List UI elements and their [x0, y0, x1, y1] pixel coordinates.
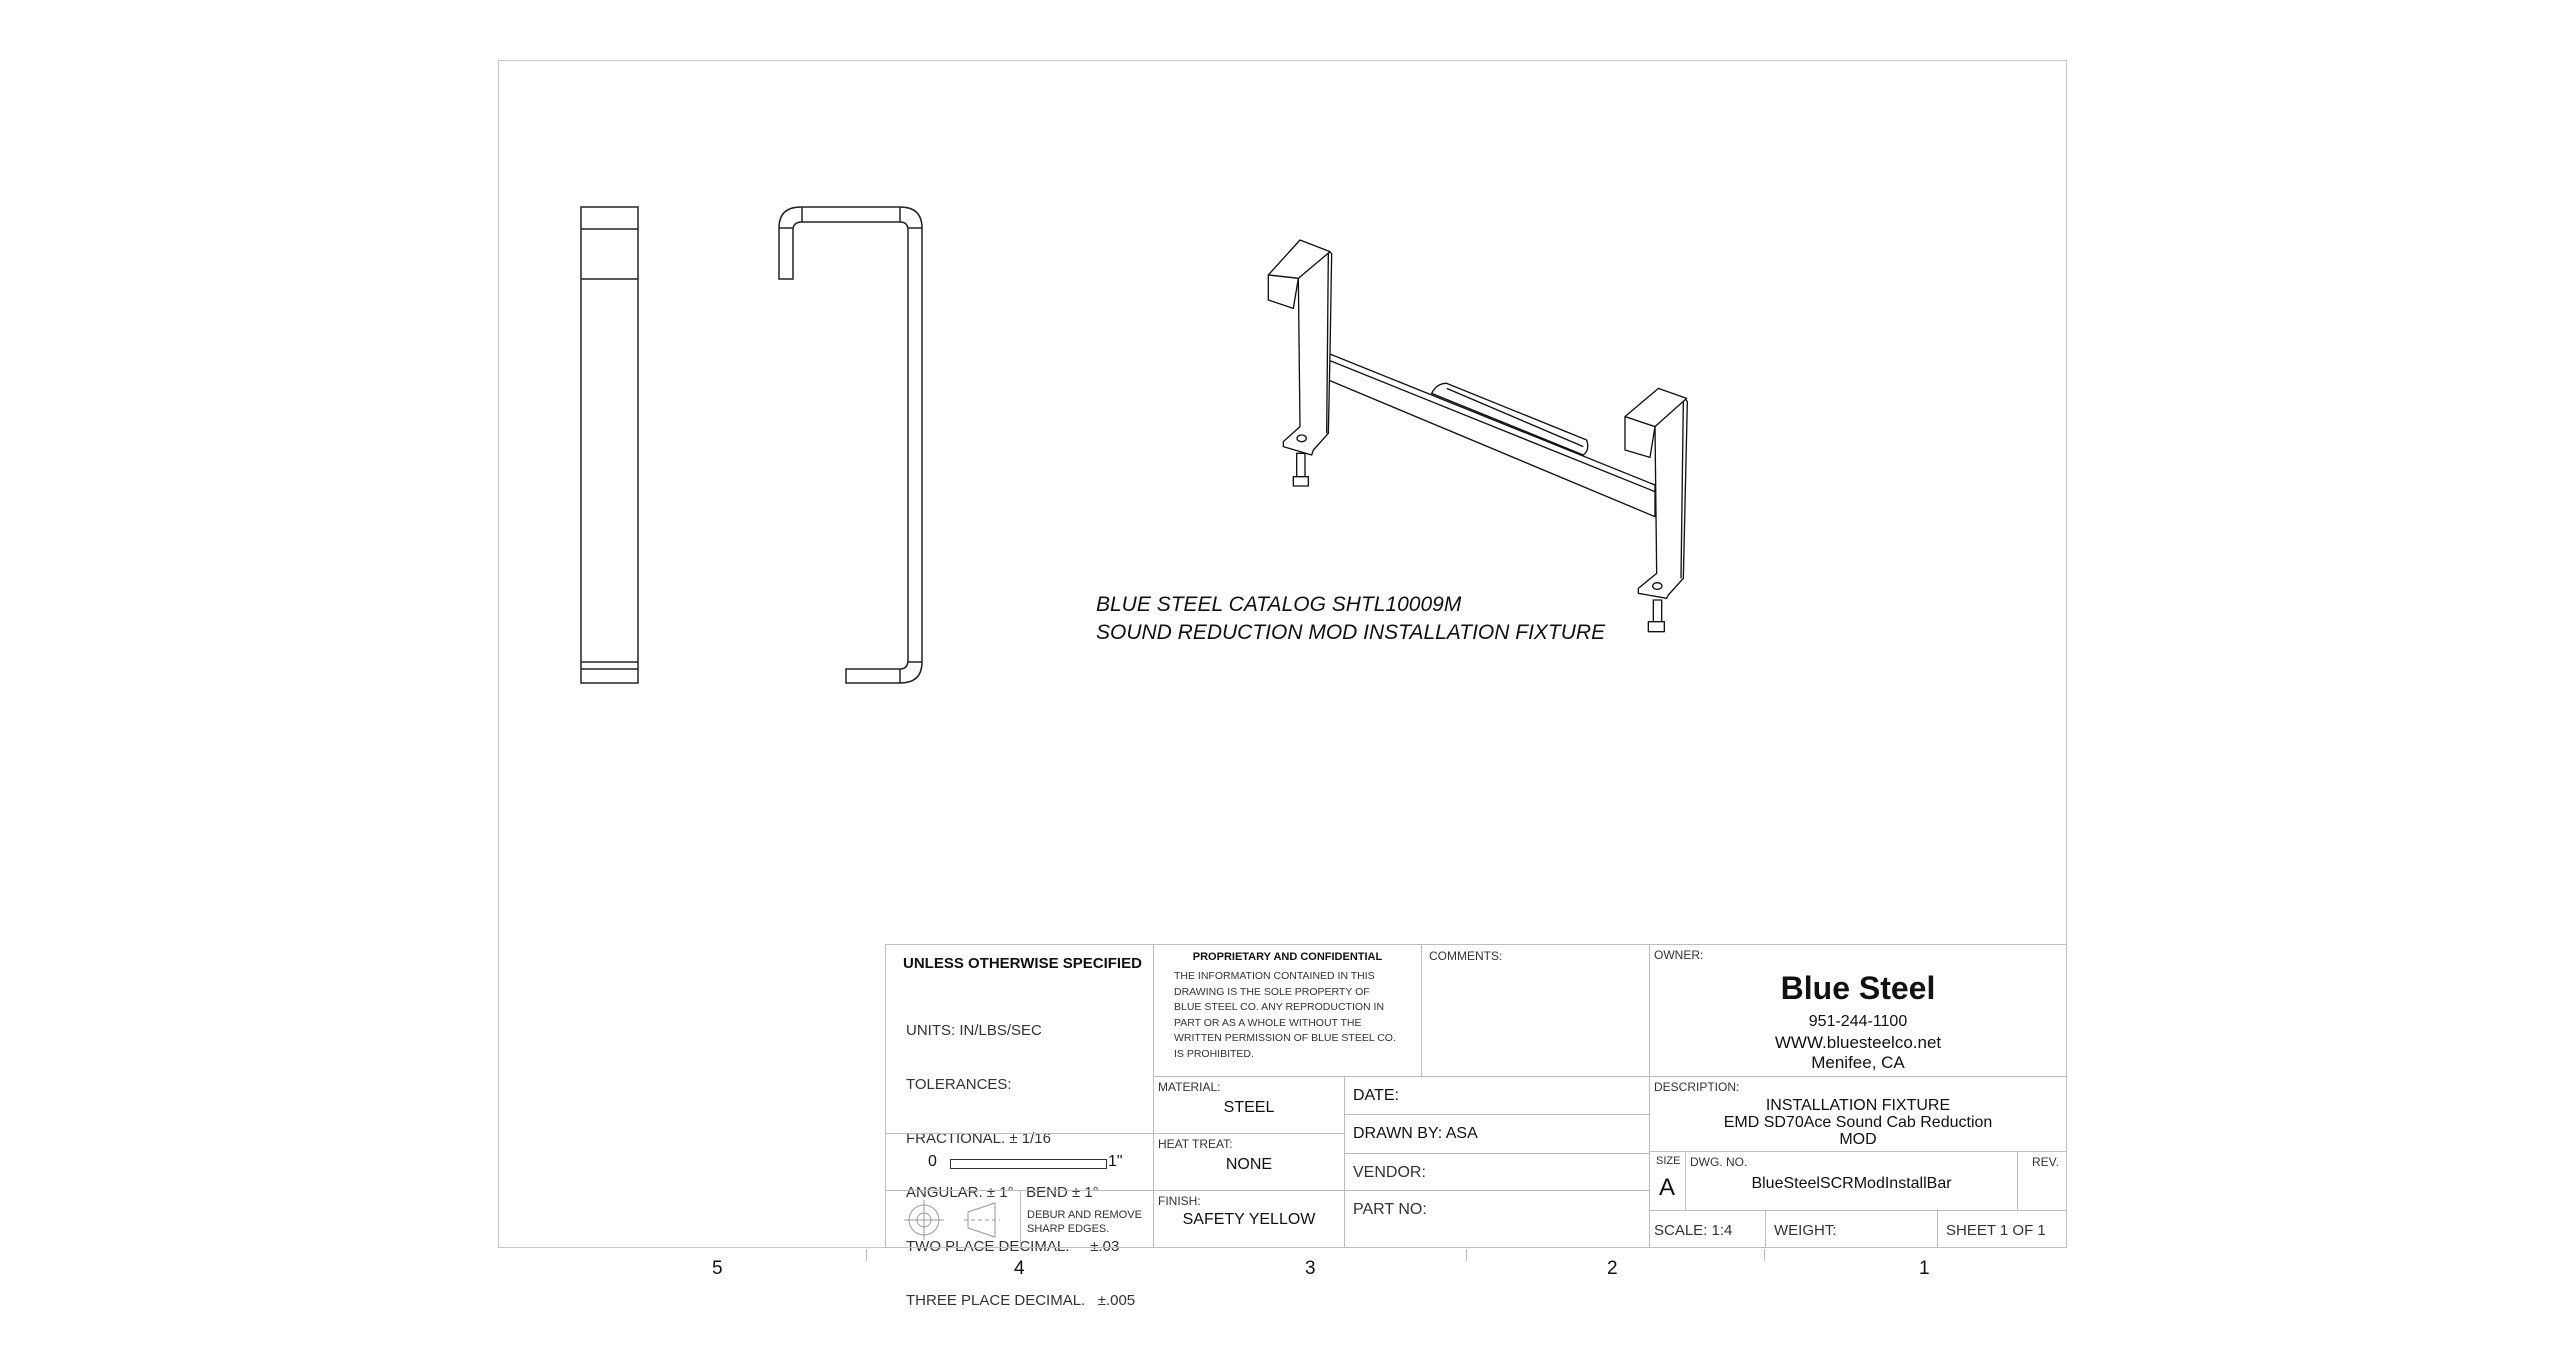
owner-phone: 951-244-1100	[1808, 1013, 1908, 1030]
scale-bar-end: 1"	[1108, 1153, 1123, 1170]
sheet-number: SHEET 1 OF 1	[1946, 1222, 2046, 1239]
debur-line: SHARP EDGES.	[1027, 1223, 1110, 1235]
proprietary-line: IS PROHIBITED.	[1174, 1047, 1254, 1060]
date-cell: DATE:	[1344, 1076, 1650, 1115]
part-no-label: PART NO:	[1353, 1201, 1427, 1218]
description-line: INSTALLATION FIXTURE	[1765, 1097, 1951, 1114]
debur-line: DEBUR AND REMOVE	[1027, 1209, 1142, 1221]
description-label: DESCRIPTION:	[1654, 1080, 1740, 1094]
fractional-line: FRACTIONAL. ± 1/16	[906, 1130, 1051, 1147]
description-cell: DESCRIPTION: INSTALLATION FIXTURE EMD SD…	[1649, 1076, 2067, 1152]
scale-cell: SCALE: 1:4	[1649, 1210, 1766, 1248]
description-line: EMD SD70Ace Sound Cab Reduction	[1723, 1114, 1993, 1131]
finish-value: SAFETY YELLOW	[1182, 1211, 1316, 1228]
proprietary-line: DRAWING IS THE SOLE PROPERTY OF	[1174, 985, 1370, 998]
debur-divider	[1020, 1191, 1021, 1249]
rev-label: REV.	[2032, 1155, 2059, 1169]
proprietary-line: THE INFORMATION CONTAINED IN THIS	[1174, 970, 1375, 982]
scale-value: SCALE: 1:4	[1654, 1222, 1733, 1239]
heat-treat-cell: HEAT TREAT: NONE	[1153, 1133, 1345, 1191]
two-place-line: TWO PLACE DECIMAL. ±.03	[906, 1238, 1120, 1255]
zone-tick	[1466, 1249, 1467, 1261]
size-cell: SIZE A	[1649, 1151, 1686, 1211]
material-value: STEEL	[1223, 1099, 1275, 1116]
rev-cell: REV.	[2017, 1151, 2067, 1211]
finish-cell: FINISH: SAFETY YELLOW	[1153, 1190, 1345, 1248]
owner-name: Blue Steel	[1780, 970, 1936, 1006]
sheet-cell: SHEET 1 OF 1	[1937, 1210, 2067, 1248]
debur-note: DEBUR AND REMOVE SHARP EDGES.	[1027, 1208, 1142, 1236]
catalog-note: BLUE STEEL CATALOG SHTL10009M	[1096, 593, 1462, 616]
dwg-no-value: BlueSteelSCRModInstallBar	[1751, 1175, 1952, 1192]
debur-cell: DEBUR AND REMOVE SHARP EDGES.	[885, 1190, 1154, 1249]
tolerance-lines: UNITS: IN/LBS/SEC TOLERANCES: FRACTIONAL…	[906, 986, 1135, 1346]
date-label: DATE:	[1353, 1087, 1399, 1104]
general-heading: UNLESS OTHERWISE SPECIFIED	[903, 955, 1142, 972]
zone-tick	[866, 1249, 867, 1261]
proprietary-text: THE INFORMATION CONTAINED IN THIS DRAWIN…	[1174, 969, 1396, 1062]
front-profile-outline	[778, 206, 923, 684]
proprietary-heading: PROPRIETARY AND CONFIDENTIAL	[1192, 951, 1383, 963]
weight-cell: WEIGHT:	[1765, 1210, 1938, 1248]
heat-treat-label: HEAT TREAT:	[1158, 1137, 1233, 1151]
zone-label-1: 1	[1919, 1258, 1930, 1279]
zone-label-4: 4	[1014, 1258, 1025, 1279]
scale-bar-cell: 0 1"	[885, 1133, 1154, 1191]
zone-label-3: 3	[1305, 1258, 1316, 1279]
finish-label: FINISH:	[1158, 1194, 1201, 1208]
general-tolerances-cell: UNLESS OTHERWISE SPECIFIED UNITS: IN/LBS…	[885, 944, 1154, 1309]
side-view-outline	[580, 206, 639, 684]
owner-location: Menifee, CA	[1811, 1053, 1905, 1072]
weight-label: WEIGHT:	[1774, 1222, 1837, 1239]
owner-website: WWW.bluesteelco.net	[1774, 1033, 1942, 1052]
dwg-no-label: DWG. NO.	[1690, 1155, 1748, 1169]
part-no-cell: PART NO:	[1344, 1190, 1650, 1248]
scale-bar-start: 0	[928, 1153, 937, 1170]
proprietary-cell: PROPRIETARY AND CONFIDENTIAL THE INFORMA…	[1153, 944, 1422, 1077]
proprietary-line: WRITTEN PERMISSION OF BLUE STEEL CO.	[1174, 1032, 1396, 1044]
side-view-drawing	[580, 206, 923, 684]
description-text: INSTALLATION FIXTURE EMD SD70Ace Sound C…	[1650, 1097, 2066, 1148]
right-upright	[1637, 397, 1688, 599]
vendor-label: VENDOR:	[1353, 1164, 1426, 1181]
angular-line: ANGULAR. ± 1° BEND ± 1°	[906, 1184, 1099, 1201]
size-value: A	[1659, 1174, 1676, 1201]
owner-cell: OWNER: Blue Steel 951-244-1100 WWW.blues…	[1649, 944, 2067, 1077]
comments-label: COMMENTS:	[1429, 949, 1503, 963]
material-cell: MATERIAL: STEEL	[1153, 1076, 1345, 1134]
heat-treat-value: NONE	[1225, 1156, 1273, 1173]
three-place-line: THREE PLACE DECIMAL. ±.005	[906, 1292, 1136, 1309]
left-upright	[1282, 251, 1333, 456]
material-label: MATERIAL:	[1158, 1080, 1221, 1094]
fixture-note: SOUND REDUCTION MOD INSTALLATION FIXTURE	[1096, 621, 1606, 644]
proprietary-line: PART OR AS A WHOLE WITHOUT THE	[1174, 1016, 1362, 1029]
size-label: SIZE	[1656, 1155, 1681, 1167]
proprietary-line: BLUE STEEL CO. ANY REPRODUCTION IN	[1174, 1001, 1385, 1013]
zone-label-2: 2	[1607, 1258, 1618, 1279]
tolerances-line: TOLERANCES:	[906, 1076, 1012, 1093]
description-line: MOD	[1839, 1131, 1877, 1148]
zone-tick	[1764, 1249, 1765, 1261]
scale-bar	[950, 1159, 1107, 1169]
vendor-cell: VENDOR:	[1344, 1153, 1650, 1191]
projection-symbol-icon	[904, 1200, 1000, 1240]
zone-label-5: 5	[712, 1258, 723, 1279]
drawn-by-cell: DRAWN BY: ASA	[1344, 1114, 1650, 1154]
units-line: UNITS: IN/LBS/SEC	[906, 1022, 1042, 1039]
dwg-no-cell: DWG. NO. BlueSteelSCRModInstallBar	[1685, 1151, 2018, 1211]
comments-cell: COMMENTS:	[1421, 944, 1650, 1077]
owner-label: OWNER:	[1654, 948, 1704, 962]
drawn-by: DRAWN BY: ASA	[1353, 1125, 1478, 1142]
isometric-view-drawing	[1267, 239, 1688, 633]
